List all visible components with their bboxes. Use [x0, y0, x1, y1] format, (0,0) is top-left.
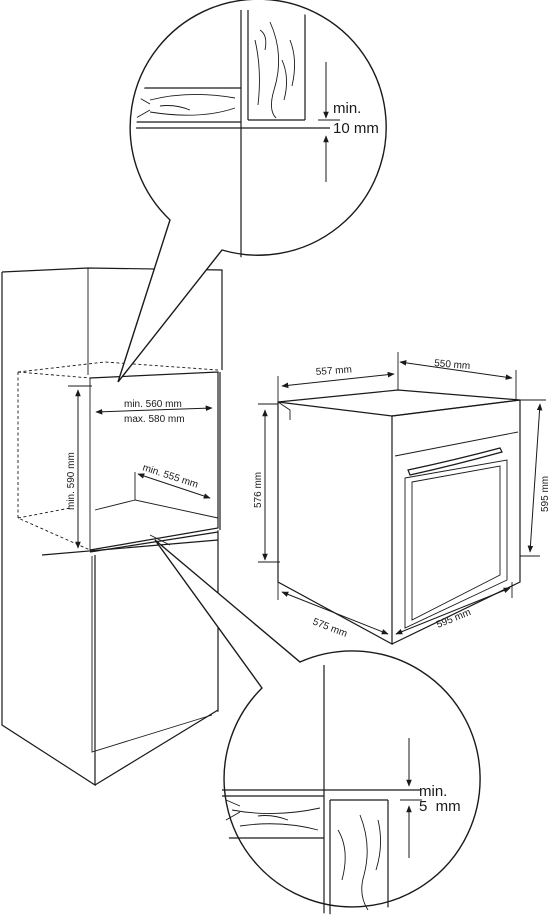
bottom-detail-callout: min. 5 mm	[154, 539, 481, 915]
oven-top-width-dimension: 550 mm	[397, 352, 517, 400]
cabinet-depth-dimension: min. 555 mm	[137, 462, 211, 499]
cabinet-width-max-label: max. 580 mm	[124, 414, 185, 425]
oven-top-depth-dimension: 557 mm	[277, 364, 395, 402]
oven-top-depth-label: 557 mm	[315, 364, 352, 377]
cabinet-depth-label: min. 555 mm	[141, 462, 199, 490]
top-gap-label-line2: 10 mm	[333, 120, 379, 137]
top-detail-callout: min. 10 mm	[117, 0, 387, 383]
cabinet-width-dimension: min. 560 mm max. 580 mm	[95, 399, 213, 425]
oven-bottom-depth-label: 575 mm	[311, 617, 349, 640]
oven-body-height-dimension: 576 mm	[253, 403, 280, 563]
cabinet-width-label: min. 560 mm	[124, 399, 182, 410]
bottom-gap-label-line1: min.	[419, 783, 447, 800]
oven-front-height-label: 595 mm	[540, 476, 549, 512]
bottom-gap-label-line2: 5 mm	[419, 798, 461, 815]
cabinet-height-label: min. 590 mm	[66, 452, 77, 510]
cabinet-height-dimension: min. 590 mm	[66, 385, 92, 549]
oven-body-height-label: 576 mm	[253, 472, 264, 508]
top-gap-label-line1: min.	[333, 100, 361, 117]
oven-body	[277, 389, 521, 646]
cabinet-housing	[1, 267, 223, 787]
oven-top-width-label: 550 mm	[434, 358, 471, 372]
oven-front-height-dimension: 595 mm	[520, 399, 549, 557]
